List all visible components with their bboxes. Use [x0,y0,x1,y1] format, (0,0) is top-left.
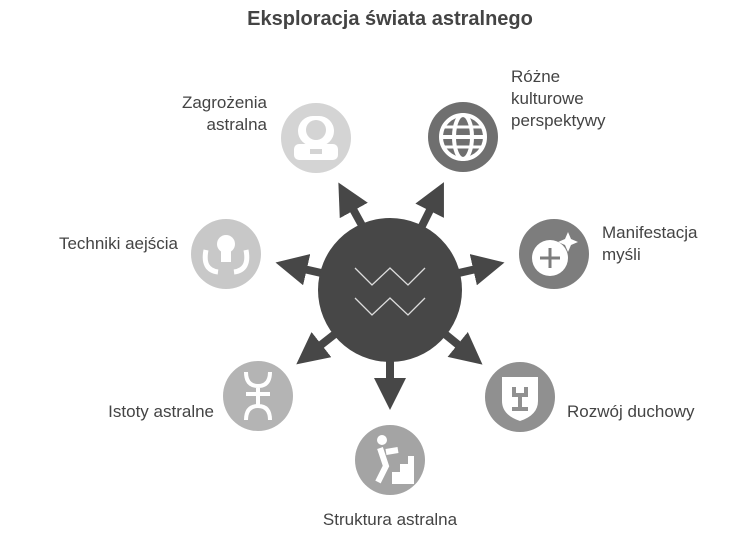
label-perspektywy: Różne kulturowe perspektywy [511,67,606,130]
node-3 [519,219,589,289]
node-4 [223,361,293,431]
arrows [275,182,505,410]
globe-icon [439,113,487,161]
symbol-icon [244,371,272,421]
node-0 [281,103,351,173]
head-hands-icon [202,235,250,275]
astronaut-icon [294,116,338,160]
label-rozwoj: Rozwój duchowy [567,402,695,421]
label-techniki: Techniki aejścia [58,234,178,253]
node-circle [355,425,425,495]
sparkle-plus-icon [532,232,578,276]
shield-plant-icon [502,377,538,421]
label-manifestacja: Manifestacja myśli [602,223,698,264]
aquarius-waves-icon [354,267,426,316]
label-istoty: Istoty astralne [108,402,214,421]
node-6 [355,425,425,495]
center-hub [318,218,462,362]
node-2 [191,219,261,289]
node-1 [428,102,498,172]
label-struktura: Struktura astralna [322,510,458,529]
diagram-title: Eksploracja świata astralnego [247,8,533,30]
person-stairs-icon [375,435,414,484]
label-zagrozenia: Zagrożenia astralna [181,93,267,134]
node-5 [485,362,555,432]
